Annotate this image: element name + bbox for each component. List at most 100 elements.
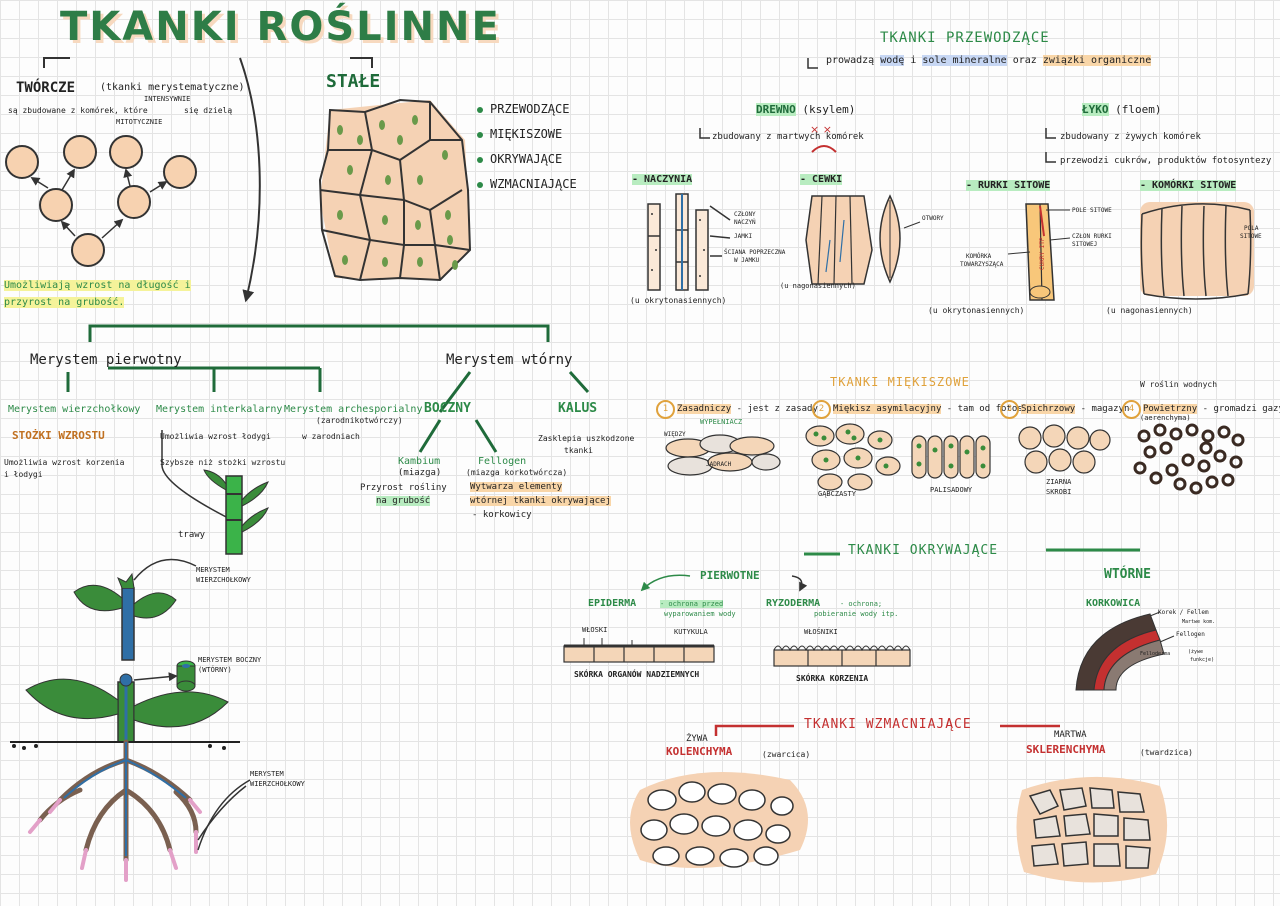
- pola-label-1: POLA: [1244, 225, 1259, 232]
- aerenchyma-label: (aerenchyma): [1140, 414, 1191, 422]
- ziarna-label-2: SKROBI: [1046, 488, 1072, 496]
- kambium-desc2: na grubość: [376, 496, 431, 506]
- epiderma-desc2: wyparowaniem wody: [664, 610, 736, 618]
- vessels-drawing: [647, 193, 731, 291]
- merystem-archesporialny: Merystem archesporialny: [284, 404, 423, 415]
- zywe-label-2: funkcje): [1190, 657, 1215, 663]
- skorka-korzenia: SKÓRKA KORZENIA: [796, 674, 869, 683]
- tworcze-paren: (tkanki merystematyczne): [100, 82, 245, 93]
- sklerenchyma-paren: (twardzica): [1140, 748, 1193, 757]
- skorka-nadziemnych: SKÓRKA ORGANÓW NADZIEMNYCH: [574, 670, 700, 679]
- jamki-label: JAMKI: [734, 233, 753, 240]
- komorki-label: - KOMÓRKI SITOWE: [1140, 180, 1237, 191]
- kambium-label: Kambium: [398, 456, 441, 467]
- naczynia-label: - NACZYNIA: [632, 174, 693, 185]
- gabczasty-label: GĄBCZASTY: [818, 490, 856, 498]
- wierzcholkowy-desc2: i łodygi: [4, 470, 43, 479]
- palisadowy-label: PALISADOWY: [930, 486, 973, 494]
- ryzoderma-desc1: - ochrona;: [840, 600, 883, 608]
- stale-item-wzmacniajace: WZMACNIAJĄCE: [490, 177, 577, 191]
- epiderma-desc1: - ochrona przed: [660, 600, 724, 608]
- wiedzy-label: WIĘDZY: [664, 431, 686, 438]
- rhizodermis-drawing: [773, 645, 911, 667]
- otwory-label: OTWORY: [922, 215, 944, 222]
- wloski-label: WŁOSKI: [582, 626, 608, 634]
- zywa-label: ŻYWA: [686, 734, 708, 744]
- cewki-label: - CEWKI: [800, 174, 843, 185]
- aerenchyma-drawing: [1133, 423, 1245, 495]
- wlosniki-label: WŁOŚNIKI: [804, 628, 838, 636]
- tworcze-desc1: są zbudowane z komórek, które: [8, 106, 148, 115]
- sieve-tubes-drawing: [1007, 203, 1071, 301]
- stozki-wzrostu: STOŻKI WZROSTU: [12, 429, 105, 442]
- lateral-meristem-cylinder: [176, 660, 196, 692]
- archesporialny-paren: (zarodnikotwórczy): [316, 416, 403, 425]
- kolenchyma-label: KOLENCHYMA: [666, 745, 733, 758]
- merystem-pierwotny-heading: Merystem pierwotny: [30, 352, 182, 368]
- felloderma-label: Felloderma: [1140, 651, 1171, 657]
- wierzcholkowy-desc1: Umożliwia wzrost korzenia: [4, 458, 125, 467]
- komorki-nago: (u nagonasiennych): [1106, 306, 1193, 315]
- fellogen-desc3: - korkowicy: [472, 510, 532, 520]
- czlon-label-2: SITOWEJ: [1072, 241, 1098, 248]
- korkowica-label: KORKOWICA: [1086, 598, 1141, 609]
- sciana-label-1: ŚCIANA POPRZECZNA: [724, 249, 786, 256]
- tracheids-drawing: [805, 194, 921, 285]
- fellogen-paren: (miazga korkotwórcza): [466, 468, 568, 477]
- storage-parenchyma-drawing: [1018, 424, 1111, 474]
- tworcze-intens: INTENSYWNIE: [144, 95, 191, 103]
- okrywajace-heading: TKANKI OKRYWAJĄCE: [848, 543, 999, 558]
- plant-label-boczny1: MERYSTEM BOCZNY: [198, 656, 262, 664]
- lyko-label: ŁYKO (floem): [1082, 103, 1162, 116]
- kom-tow-label-2: TOWARZYSZĄCA: [960, 261, 1004, 268]
- ryzoderma-desc2: pobieranie wody itp.: [814, 610, 899, 618]
- pole-sitowe-label: POLE SITOWE: [1072, 207, 1112, 214]
- merystem-wtorny-heading: Merystem wtórny: [446, 352, 573, 368]
- merystem-wierzcholkowy: Merystem wierzchołkowy: [8, 404, 141, 415]
- czlony-label-1: CZŁONY: [734, 211, 756, 218]
- tworcze-desc2: się dzielą: [184, 106, 233, 115]
- lyko-desc1: zbudowany z żywych komórek: [1060, 132, 1201, 142]
- korek-label: Korek / Fellem: [1158, 609, 1209, 616]
- rurki-okryto: (u okrytonasiennych): [928, 306, 1025, 315]
- przewodzace-intro: prowadzą wodę i sole mineralne oraz zwią…: [826, 55, 1152, 66]
- fellogen-desc1: Wytwarza elementy: [470, 482, 563, 492]
- ziarna-label-1: ZIARNA: [1046, 478, 1072, 486]
- epiderma-label: EPIDERMA: [588, 598, 637, 609]
- kalus-desc1: Zasklepia uszkodzone: [538, 434, 635, 443]
- interkalarny-desc1: Umożliwia wzrost łodygi: [160, 432, 271, 441]
- permanent-tissue: [318, 98, 472, 282]
- stale-item-przewodzace: PRZEWODZĄCE: [490, 102, 570, 116]
- pierwotne-label: PIERWOTNE: [700, 569, 760, 582]
- wypelniacz-label: WYPEŁNIACZ: [700, 418, 743, 426]
- plant-label-boczny2: (WTÓRNY): [198, 666, 232, 674]
- naczynia-okryto: (u okrytonasiennych): [630, 296, 727, 305]
- przewodzace-heading: TKANKI PRZEWODZĄCE: [880, 30, 1050, 46]
- cukry-label: CUKRY ITP.: [1039, 233, 1046, 270]
- fellogen-cork-label: Fellogen: [1176, 631, 1205, 638]
- plant-label-korz2: WIERZCHOŁKOWY: [250, 780, 305, 788]
- plant-shoot: [73, 558, 197, 661]
- sclerenchyma-drawing: [1016, 776, 1168, 883]
- tworcze-note1: Umożliwiają wzrost na długość i: [4, 280, 191, 291]
- kom-tow-label-1: KOMÓRKA: [966, 253, 992, 260]
- cork-drawing: [1075, 611, 1175, 691]
- sciana-label-2: W JAMKU: [734, 257, 760, 264]
- kutykula-label: KUTYKULA: [674, 628, 708, 636]
- tworcze-mitot: MITOTYCZNIE: [116, 118, 163, 126]
- interkalarny-desc2: Szybsze niż stożki wzrostu: [160, 458, 286, 467]
- wzmacniajace-heading: TKANKI WZMACNIAJĄCE: [804, 717, 972, 732]
- zywe-label-1: (żywe: [1188, 649, 1204, 655]
- stale-item-okrywajace: OKRYWAJĄCE: [490, 152, 563, 166]
- tworcze-note2: przyrost na grubość.: [4, 297, 125, 308]
- stale-item-miekiszowe: MIĘKISZOWE: [490, 127, 563, 141]
- drewno-desc: zbudowany z martwych komórek: [712, 132, 864, 142]
- tworcze-heading: TWÓRCZE: [16, 80, 76, 96]
- plant-whole: [10, 660, 251, 882]
- wtorne-label: WTÓRNE: [1104, 567, 1151, 582]
- kambium-desc1: Przyrost rośliny: [360, 483, 447, 493]
- kalus-heading: KALUS: [558, 401, 598, 416]
- basic-parenchyma-drawing: [665, 434, 781, 476]
